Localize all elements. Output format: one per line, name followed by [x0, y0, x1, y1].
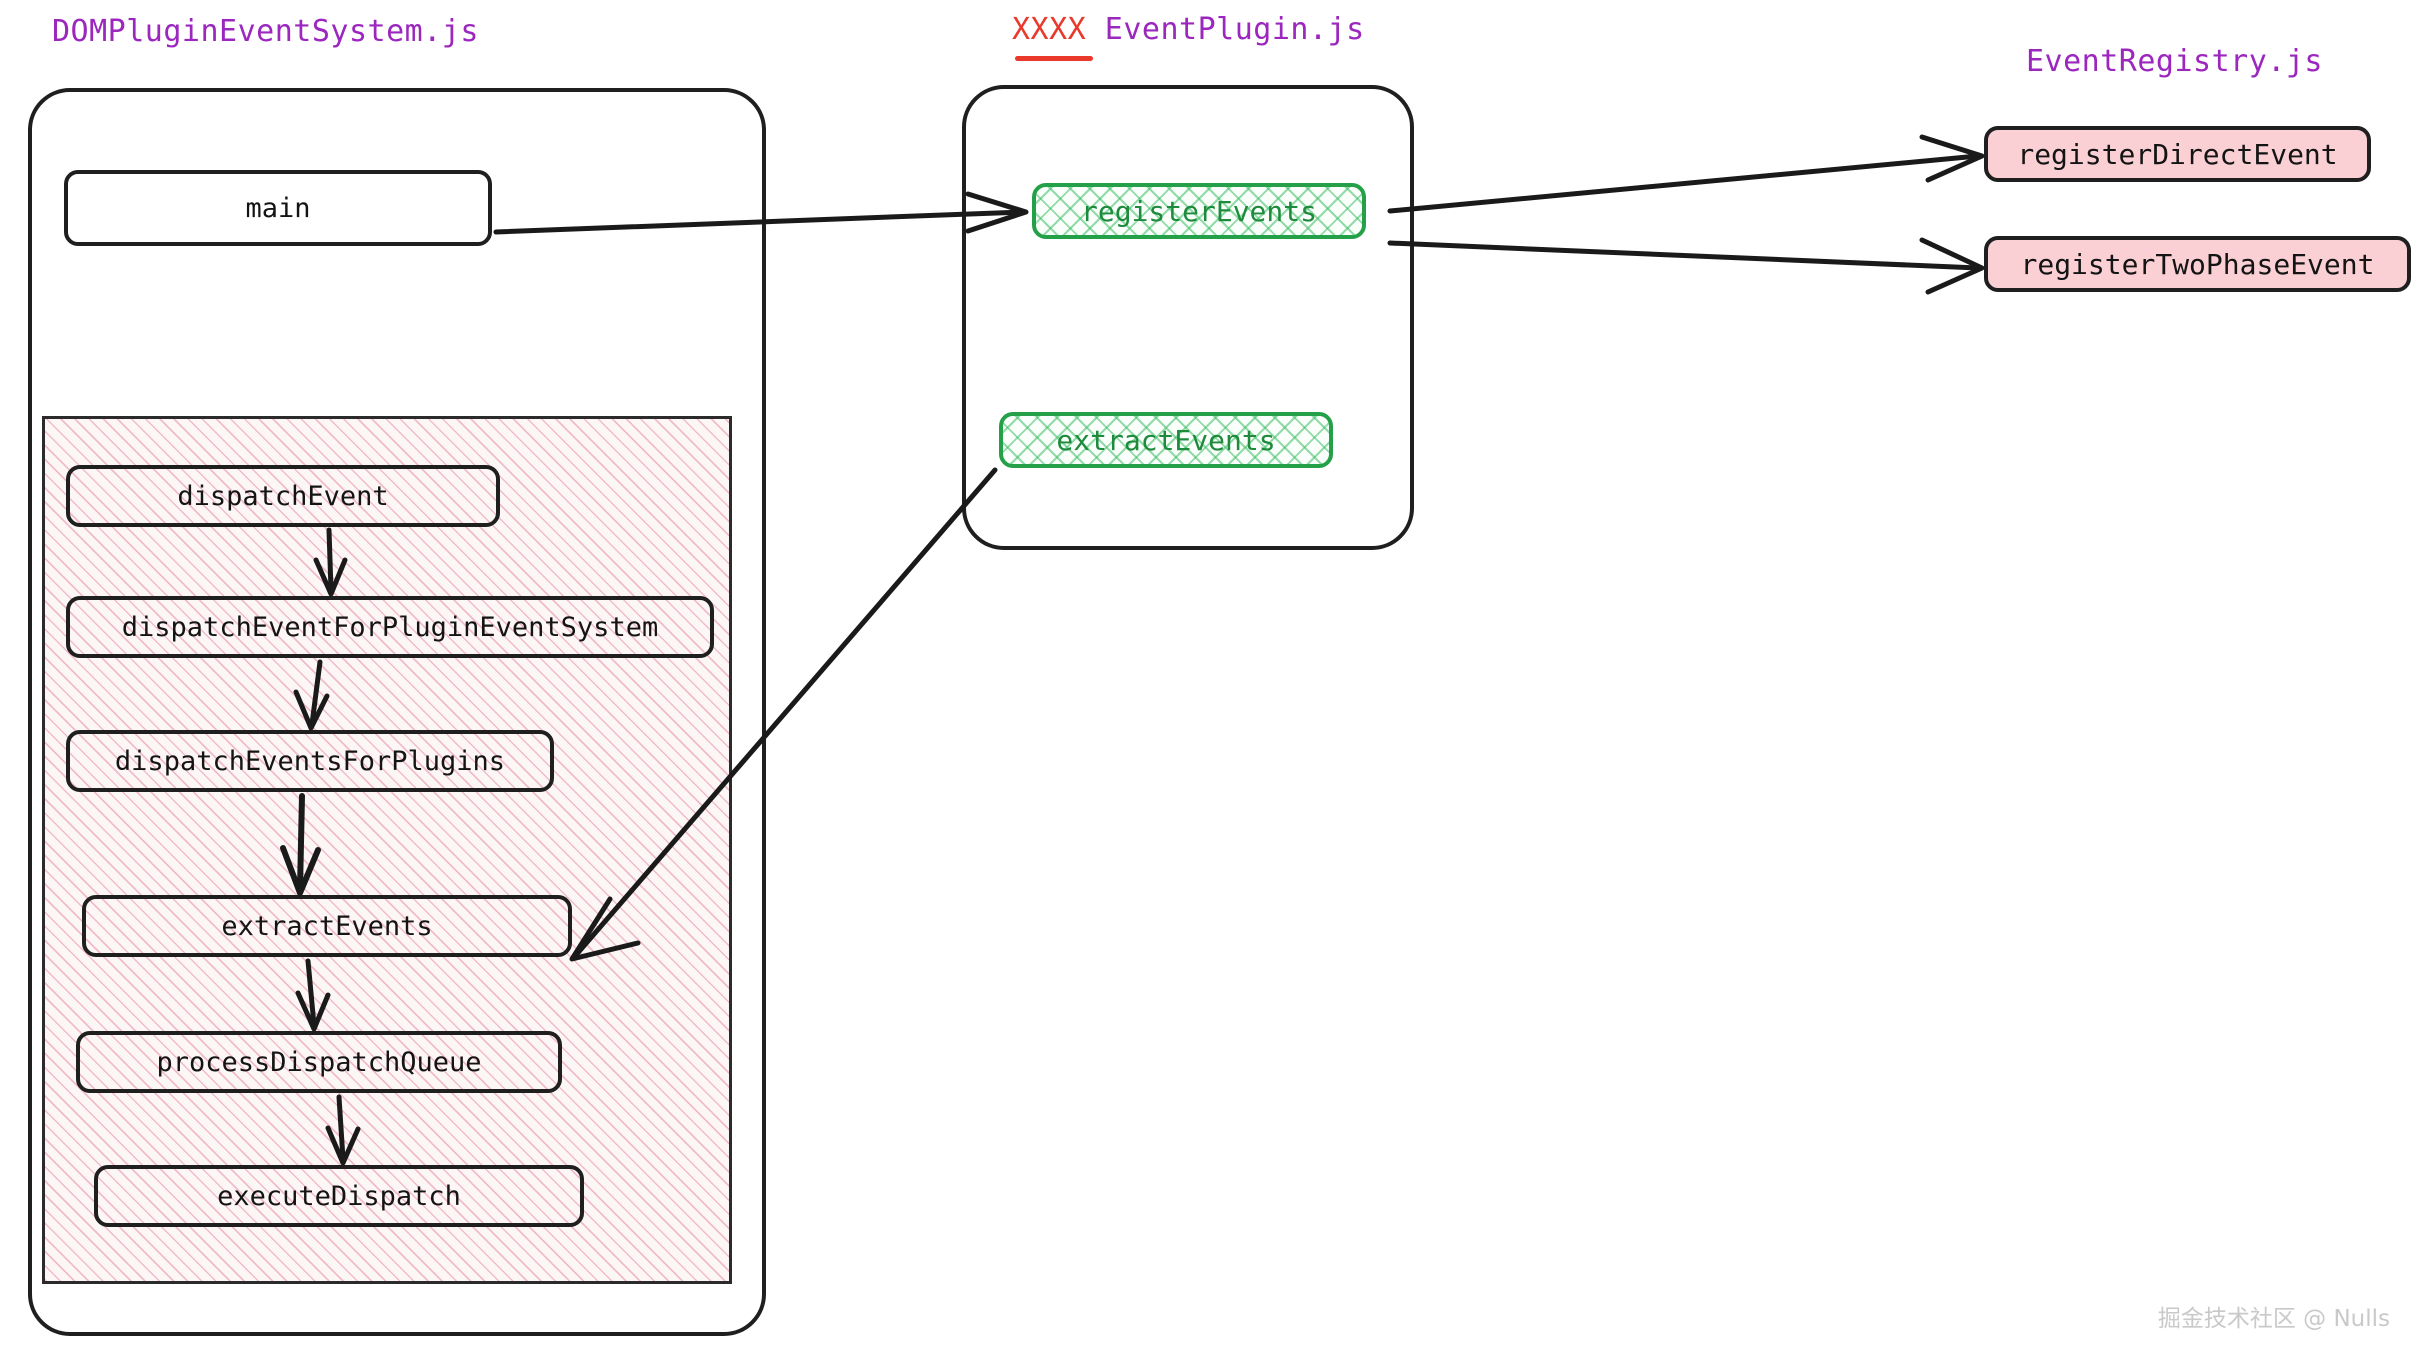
hatched-dispatch-group — [42, 416, 732, 1284]
node-register-events-label: registerEvents — [1080, 194, 1317, 228]
node-register-events[interactable]: registerEvents — [1032, 183, 1366, 239]
node-register-two-phase-event[interactable]: registerTwoPhaseEvent — [1984, 236, 2411, 292]
node-main[interactable]: main — [64, 170, 492, 246]
node-register-two-phase-event-label: registerTwoPhaseEvent — [2020, 247, 2375, 281]
node-extract-events-left-label: extractEvents — [221, 910, 433, 942]
node-main-label: main — [245, 192, 311, 224]
node-execute-dispatch-label: executeDispatch — [217, 1180, 461, 1212]
node-dispatch-event-for-plugin-event-system-label: dispatchEventForPluginEventSystem — [121, 611, 659, 643]
title-event-registry: EventRegistry.js — [2026, 44, 2323, 79]
title-event-plugin-rest: EventPlugin.js — [1086, 12, 1365, 47]
node-process-dispatch-queue-label: processDispatchQueue — [156, 1046, 482, 1078]
node-extract-events-middle[interactable]: extractEvents — [999, 412, 1333, 468]
node-dispatch-event-for-plugin-event-system[interactable]: dispatchEventForPluginEventSystem — [66, 596, 714, 658]
node-register-direct-event-label: registerDirectEvent — [2017, 137, 2338, 171]
node-process-dispatch-queue[interactable]: processDispatchQueue — [76, 1031, 562, 1093]
arrow-register-events-to-two-phase-event — [1387, 237, 1985, 295]
title-event-plugin: XXXX EventPlugin.js — [1012, 12, 1365, 47]
arrow-register-events-to-direct-event — [1387, 134, 1985, 214]
node-dispatch-event-label: dispatchEvent — [177, 480, 389, 512]
node-extract-events-middle-label: extractEvents — [1056, 423, 1276, 457]
node-dispatch-events-for-plugins-label: dispatchEventsForPlugins — [114, 745, 506, 777]
container-event-plugin — [962, 85, 1414, 550]
node-extract-events-left[interactable]: extractEvents — [82, 895, 572, 957]
title-dom-plugin-event-system: DOMPluginEventSystem.js — [52, 14, 479, 49]
node-dispatch-event[interactable]: dispatchEvent — [66, 465, 500, 527]
node-dispatch-events-for-plugins[interactable]: dispatchEventsForPlugins — [66, 730, 554, 792]
node-register-direct-event[interactable]: registerDirectEvent — [1984, 126, 2371, 182]
title-event-plugin-xxxx: XXXX — [1012, 12, 1087, 47]
node-execute-dispatch[interactable]: executeDispatch — [94, 1165, 584, 1227]
watermark: 掘金技术社区 @ Nulls — [2157, 1306, 2390, 1332]
title-red-underline — [1015, 56, 1093, 61]
